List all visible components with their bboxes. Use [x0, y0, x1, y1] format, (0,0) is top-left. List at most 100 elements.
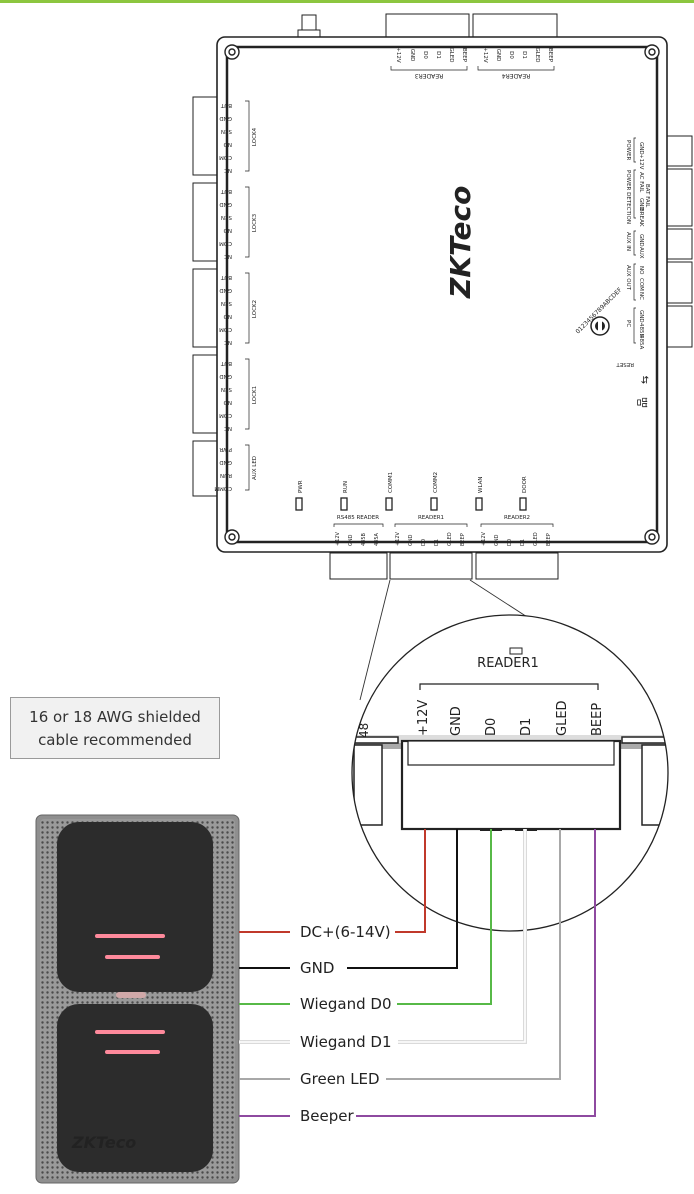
wire-green-led — [239, 829, 561, 1080]
svg-text:GND: GND — [219, 287, 232, 293]
svg-text:SEN: SEN — [221, 300, 232, 306]
svg-text:BAT FAIL: BAT FAIL — [644, 184, 650, 208]
wire-label-green-led: Green LED — [300, 1070, 380, 1088]
zoom-reader1-title: READER1 — [477, 656, 539, 671]
zoom-pin-labels: +12V GND D0 D1 GLED BEEP — [416, 700, 605, 736]
svg-text:POWER DETECTION: POWER DETECTION — [625, 170, 631, 224]
svg-text:GND: GND — [494, 534, 500, 546]
svg-text:POWER: POWER — [625, 140, 631, 161]
svg-text:D0: D0 — [508, 51, 514, 59]
svg-text:+12V: +12V — [482, 47, 488, 63]
svg-text:PWR: PWR — [298, 480, 304, 493]
svg-text:RUN: RUN — [343, 481, 349, 493]
svg-text:BEEP: BEEP — [546, 533, 552, 546]
svg-text:GLED: GLED — [533, 532, 539, 546]
svg-text:GND: GND — [638, 198, 644, 211]
right-terminal-labels: GND +12V POWER AC FAIL BAT FAIL GND BREA… — [616, 140, 650, 367]
reader1-pin-labels: +12V GND D0 D1 GLED BEEP — [395, 531, 466, 546]
svg-text:COM: COM — [219, 240, 232, 246]
reader-top-pad — [57, 822, 213, 992]
svg-text:BEEP: BEEP — [461, 48, 467, 63]
wire-label-dc: DC+(6-14V) — [300, 923, 391, 941]
svg-text:RUN: RUN — [220, 472, 232, 478]
lock2-pin-labels: BUT GND SEN NO COM NC — [219, 274, 232, 345]
aux-led-terminal-block — [192, 440, 220, 497]
network-icon: 品 — [636, 397, 649, 408]
svg-text:D0: D0 — [422, 51, 428, 59]
svg-text:NC: NC — [224, 339, 232, 345]
svg-text:GLED: GLED — [555, 700, 570, 736]
svg-text:GLED: GLED — [447, 532, 453, 546]
reader3-pin-labels: +12V GND D0 D1 GLED BEEP — [395, 47, 467, 63]
note-line-2: cable recommended — [38, 731, 192, 749]
svg-text:GND: GND — [219, 459, 232, 465]
wires — [239, 829, 596, 1117]
zkteco-board-logo: ZKTeco — [444, 186, 477, 299]
svg-text:GND: GND — [409, 49, 415, 62]
svg-text:COM: COM — [219, 154, 232, 160]
reader2-pin-labels: +12V GND D0 D1 GLED BEEP — [481, 531, 552, 546]
rotary-address-switch — [590, 316, 610, 336]
svg-text:GND: GND — [408, 534, 414, 546]
svg-text:COMM2: COMM2 — [433, 472, 439, 493]
reader4-title: READER4 — [502, 72, 531, 79]
svg-text:COM: COM — [219, 412, 232, 418]
reader3-title: READER3 — [415, 72, 444, 79]
reader-bottom-pad — [57, 1004, 213, 1172]
svg-text:AUX OUT: AUX OUT — [625, 265, 631, 291]
svg-text:485A: 485A — [638, 335, 644, 349]
svg-text:NC: NC — [224, 253, 232, 259]
svg-text:D1: D1 — [434, 539, 440, 546]
usb-icon: ⇆ — [640, 376, 651, 384]
rs485-title: RS485 READER — [337, 515, 379, 521]
svg-text:COMM: COMM — [214, 485, 232, 491]
svg-text:GND: GND — [638, 310, 644, 323]
reader1-zoom-view: READER1 48 +12V GND D0 D1 GLED BEEP — [351, 614, 669, 932]
rs485-terminal-block — [329, 552, 388, 580]
svg-text:DOOR: DOOR — [522, 476, 528, 493]
svg-text:BUT: BUT — [220, 102, 232, 108]
svg-text:GND: GND — [219, 201, 232, 207]
reader2-terminal-block — [475, 552, 559, 580]
reader3-terminal-block — [385, 13, 470, 39]
svg-text:485B: 485B — [361, 532, 367, 546]
lock3-pin-labels: BUT GND SEN NO COM NC — [219, 188, 232, 259]
wire-label-d0: Wiegand D0 — [300, 995, 392, 1013]
aux-in-terminal-block — [665, 228, 693, 260]
svg-text:+12V: +12V — [395, 531, 401, 546]
svg-text:GND: GND — [449, 706, 464, 736]
reader4-pin-labels: +12V GND D0 D1 GLED BEEP — [482, 47, 553, 63]
svg-text:BEEP: BEEP — [547, 48, 553, 63]
svg-text:RESET: RESET — [616, 361, 634, 367]
controller-inner-frame — [225, 45, 659, 544]
svg-text:+12V: +12V — [638, 154, 644, 170]
svg-text:D0: D0 — [484, 718, 499, 736]
reader1-terminal-block — [389, 552, 473, 580]
svg-text:COMM1: COMM1 — [388, 472, 394, 493]
svg-text:NC: NC — [224, 167, 232, 173]
card-reader-device: ZKTeco — [35, 814, 240, 1184]
lock2-title: LOCK2 — [252, 300, 258, 318]
lock3-terminal-block — [192, 182, 220, 262]
svg-text:D1: D1 — [519, 718, 534, 736]
aux-led-pin-labels: PWR GND RUN COMM — [214, 446, 232, 491]
svg-text:PC: PC — [625, 320, 631, 327]
svg-text:+12V: +12V — [416, 700, 431, 736]
led-labels: PWR RUN COMM1 COMM2 WLAN DOOR — [298, 472, 528, 493]
reader1-title: READER1 — [418, 515, 444, 521]
svg-text:PWR: PWR — [219, 446, 232, 452]
wire-label-gnd: GND — [300, 959, 334, 977]
svg-text:SEN: SEN — [221, 386, 232, 392]
svg-text:BUT: BUT — [220, 188, 232, 194]
lock1-pin-labels: BUT GND SEN NO COM NC — [219, 360, 232, 431]
lock4-terminal-block — [192, 96, 220, 176]
controller-board: +12V GND D0 D1 GLED BEEP READER3 +12V GN… — [192, 13, 693, 580]
svg-text:NO: NO — [638, 266, 644, 275]
top-accent-bar — [0, 0, 694, 3]
note-line-1: 16 or 18 AWG shielded — [29, 708, 201, 726]
reader-status-led — [116, 992, 146, 998]
rs485-pin-labels: +12V GND 485B 485A — [335, 531, 380, 546]
svg-text:GND: GND — [219, 115, 232, 121]
aux-led-title: AUX LED — [252, 456, 258, 480]
